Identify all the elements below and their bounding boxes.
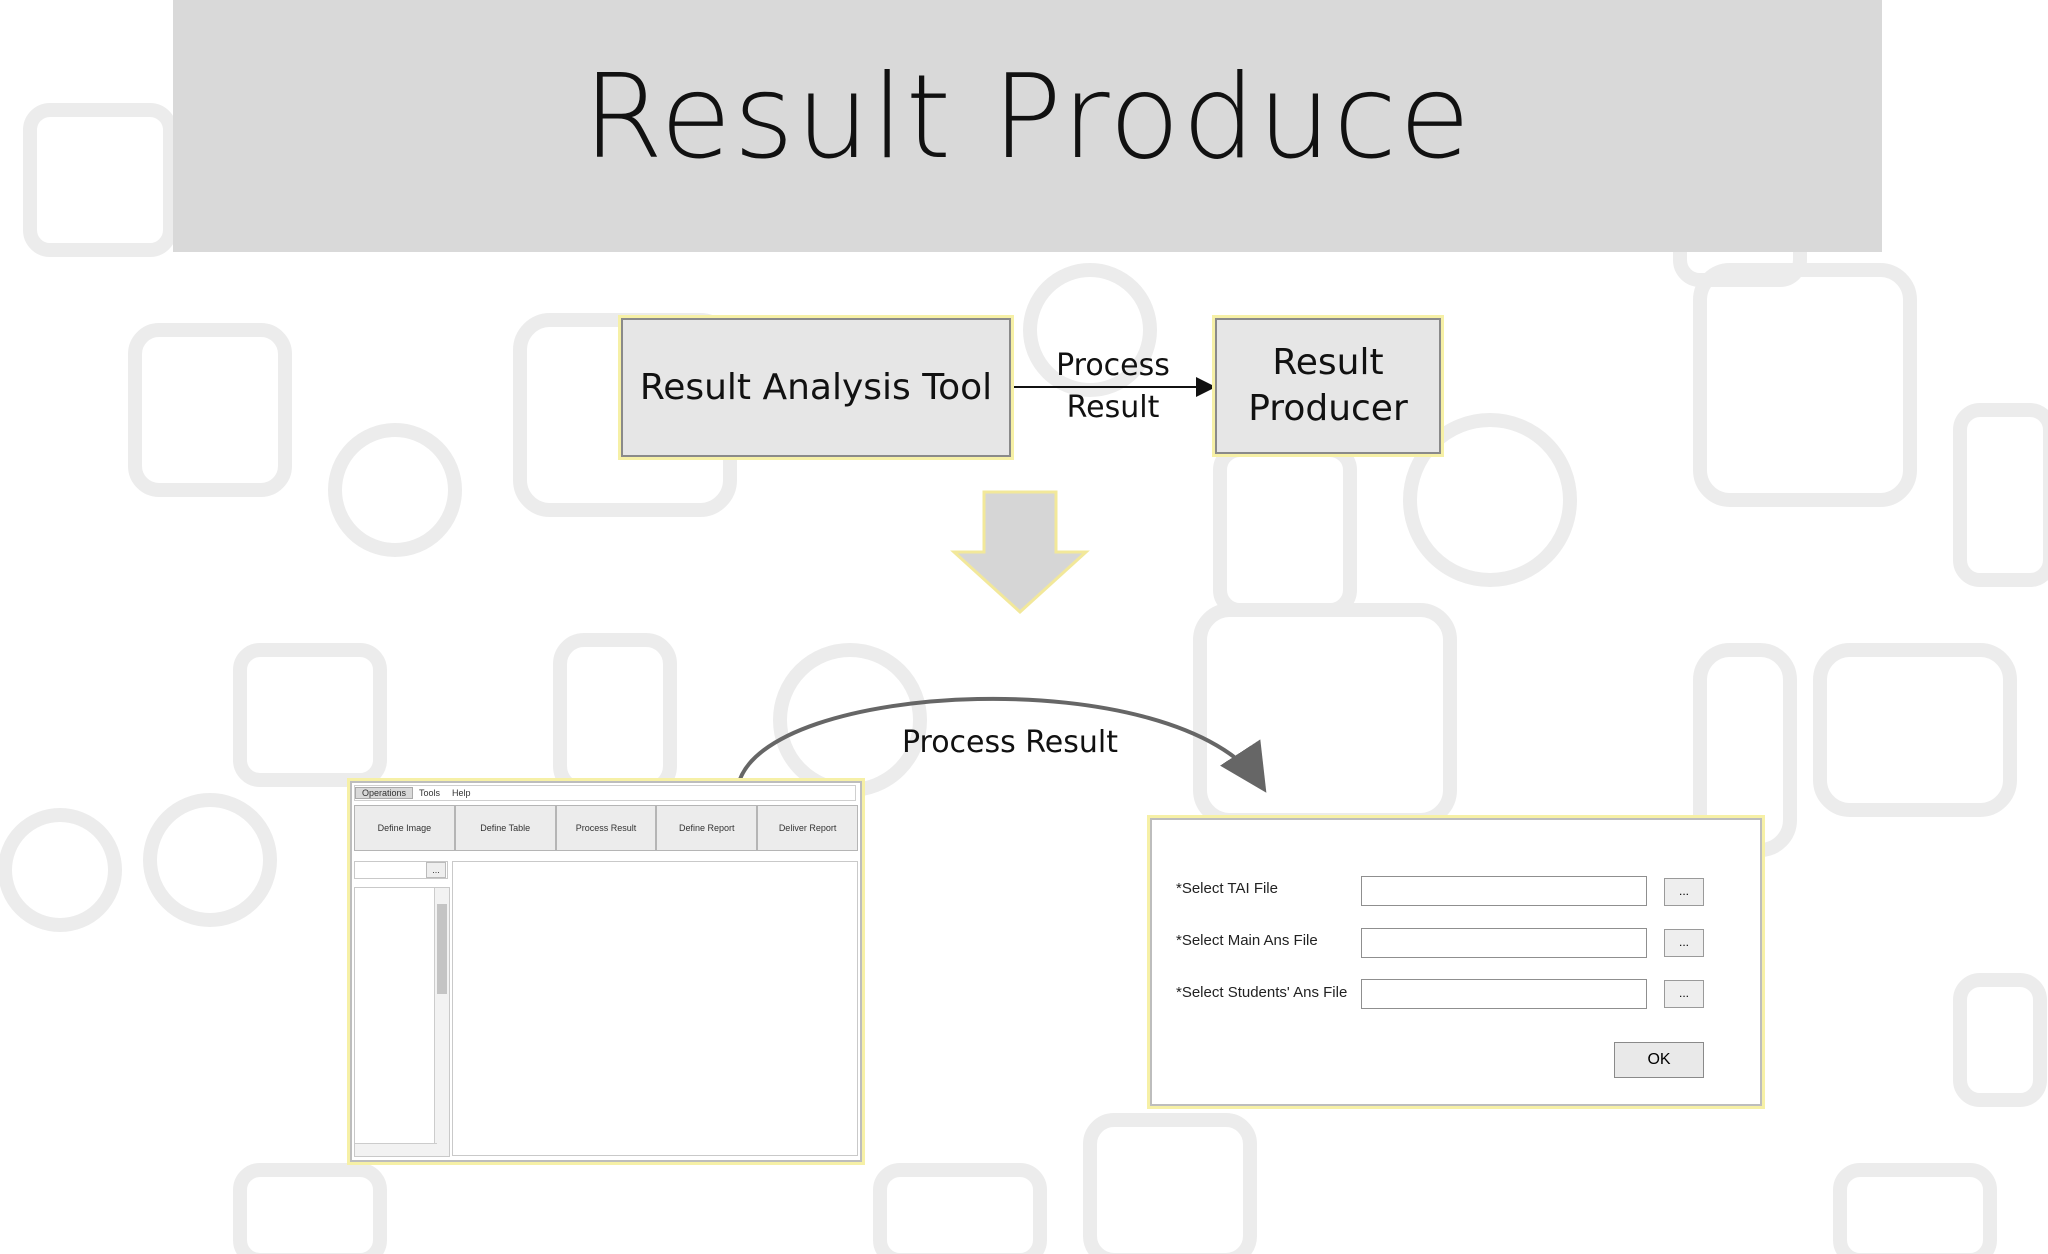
scroll-thumb[interactable] [437,904,447,994]
students-ans-file-browse-button[interactable]: ... [1664,980,1704,1008]
side-search-input[interactable] [354,861,448,879]
file-select-dialog: *Select TAI File ... *Select Main Ans Fi… [1150,818,1762,1106]
title-band: Result Produce [173,0,1882,252]
side-browse-button[interactable]: ... [426,862,446,878]
side-list-panel [354,887,450,1157]
process-result-edge-label: Process Result [1011,345,1215,429]
main-canvas-area [452,861,858,1156]
tai-file-browse-button[interactable]: ... [1664,878,1704,906]
tai-file-label: *Select TAI File [1176,880,1278,897]
curved-arrow-label: Process Result [901,725,1119,760]
edge-label-line1: Process [1056,348,1170,383]
define-image-button[interactable]: Define Image [354,805,455,851]
menu-help[interactable]: Help [452,788,471,798]
slide-title: Result Produce [582,50,1473,185]
edge-label-line2: Result [1066,390,1160,425]
result-producer-label-line2: Producer [1248,388,1408,429]
menu-tools[interactable]: Tools [419,788,441,798]
result-analysis-tool-label: Result Analysis Tool [639,367,993,408]
menubar: Operations Tools Help [354,785,856,801]
toolbar: Define Image Define Table Process Result… [354,805,858,851]
deliver-report-button[interactable]: Deliver Report [757,805,858,851]
result-analysis-tool-node: Result Analysis Tool [621,318,1011,457]
horizontal-scrollbar[interactable] [355,1143,437,1156]
tai-file-input[interactable] [1361,876,1647,906]
main-ans-file-label: *Select Main Ans File [1176,932,1318,949]
define-table-button[interactable]: Define Table [454,805,556,851]
process-result-button[interactable]: Process Result [555,805,657,851]
define-report-button[interactable]: Define Report [656,805,758,851]
ok-button[interactable]: OK [1614,1042,1704,1078]
vertical-scrollbar[interactable] [434,888,449,1156]
result-producer-label-line1: Result [1272,342,1384,383]
students-ans-file-input[interactable] [1361,979,1647,1009]
students-ans-file-label: *Select Students' Ans File [1176,984,1348,1001]
main-ans-file-browse-button[interactable]: ... [1664,929,1704,957]
main-ans-file-input[interactable] [1361,928,1647,958]
result-producer-node: Result Producer [1215,318,1441,454]
app-window-mockup: Operations Tools Help Define Image Defin… [350,781,862,1162]
menu-operations[interactable]: Operations [355,787,414,799]
